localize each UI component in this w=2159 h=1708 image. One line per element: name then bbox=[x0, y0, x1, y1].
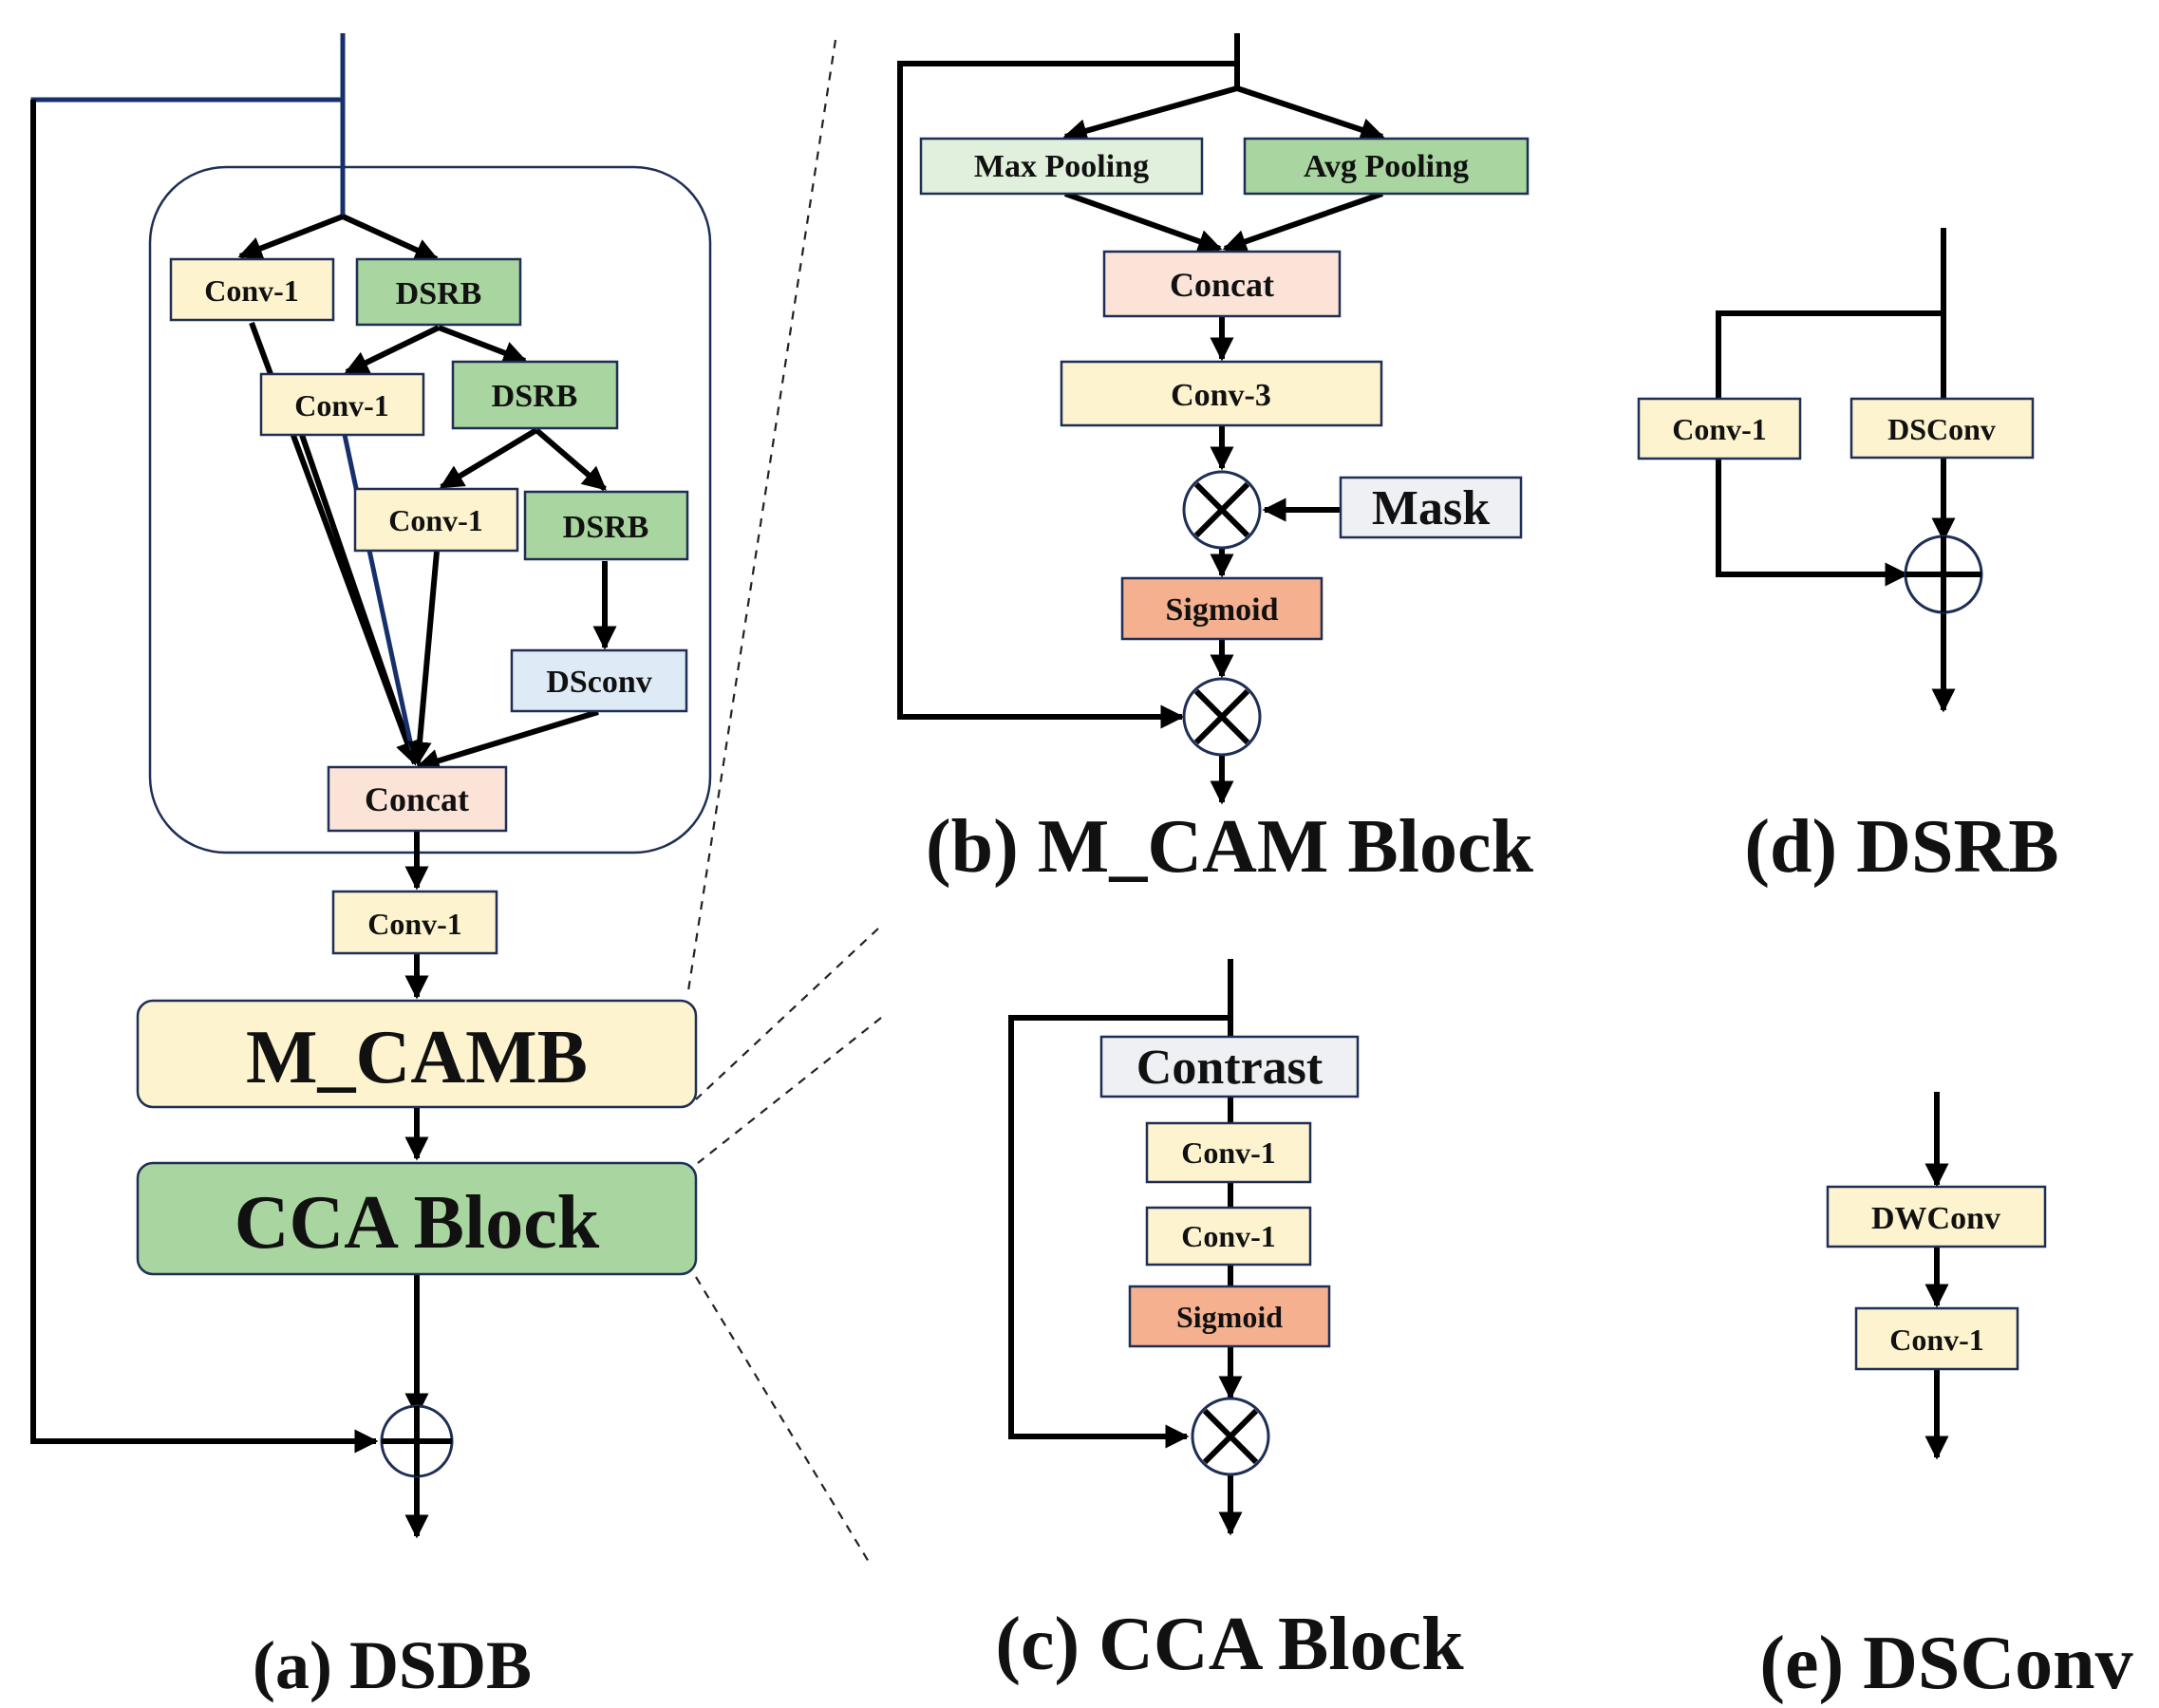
dsrb-box-c: DSRB bbox=[523, 490, 689, 561]
wire-conv1b-concat bbox=[299, 434, 420, 766]
zoom-line-2 bbox=[695, 928, 879, 1100]
m-camb-label: M_CAMB bbox=[246, 1016, 588, 1099]
dwconv-box: DWConv bbox=[1826, 1185, 2047, 1248]
conv1-box-c1: Conv-1 bbox=[1145, 1121, 1312, 1184]
panel-a-dsdb: Conv-1 DSRB Conv-1 DSRB Conv-1 DSRB DSco… bbox=[30, 33, 712, 1703]
avg-pooling-label: Avg Pooling bbox=[1304, 149, 1469, 184]
dsconv-box-a: DSconv bbox=[510, 648, 688, 713]
conv1-label-b: Conv-1 bbox=[294, 388, 389, 422]
conv1-box-b: Conv-1 bbox=[259, 372, 425, 437]
conv1-label-d: Conv-1 bbox=[1672, 412, 1767, 446]
max-pooling-box: Max Pooling bbox=[919, 137, 1204, 196]
m-camb-box: M_CAMB bbox=[136, 999, 698, 1109]
conv1-box-c2: Conv-1 bbox=[1145, 1206, 1312, 1267]
avg-pooling-box: Avg Pooling bbox=[1243, 137, 1530, 196]
skip-wire bbox=[30, 100, 379, 1454]
concat-label-a: Concat bbox=[365, 780, 469, 818]
panel-b-mcam: Max Pooling Avg Pooling Concat Conv-3 Ma… bbox=[897, 33, 1533, 889]
caption-d: (d) DSRB bbox=[1744, 805, 2058, 889]
conv1-box-c: Conv-1 bbox=[353, 487, 519, 553]
conv1-box-d: Conv-1 bbox=[1637, 397, 1802, 460]
wire-dsrb1-conv1b bbox=[344, 325, 441, 375]
add-operator-d bbox=[1904, 535, 1983, 614]
mask-box: Mask bbox=[1339, 476, 1523, 539]
concat-box-a: Concat bbox=[327, 765, 508, 833]
conv1-label-c2: Conv-1 bbox=[1181, 1219, 1276, 1253]
max-pooling-label: Max Pooling bbox=[974, 149, 1149, 184]
multiply-operator-c bbox=[1191, 1397, 1270, 1476]
b-wire-avg bbox=[1236, 85, 1385, 141]
wire-blue-concat bbox=[342, 434, 415, 751]
caption-e: (e) DSConv bbox=[1759, 1622, 2132, 1705]
conv1-box-e: Conv-1 bbox=[1854, 1306, 2019, 1371]
panel-e-dsconv: DWConv Conv-1 (e) DSConv bbox=[1759, 1092, 2133, 1705]
contrast-label: Contrast bbox=[1136, 1041, 1324, 1095]
add-operator-a bbox=[380, 1404, 454, 1478]
conv3-label: Conv-3 bbox=[1171, 378, 1271, 413]
sigmoid-box-b: Sigmoid bbox=[1120, 576, 1324, 641]
b-wire-max bbox=[1062, 85, 1238, 142]
caption-a: (a) DSDB bbox=[253, 1627, 532, 1703]
mask-label: Mask bbox=[1372, 481, 1490, 535]
wire-dsrb2-dsrb3 bbox=[535, 427, 607, 492]
wire-conv1c-concat bbox=[407, 551, 440, 766]
sigmoid-label-b: Sigmoid bbox=[1165, 592, 1278, 628]
b-wire-max-concat bbox=[1063, 191, 1223, 253]
wire-dsconv-concat bbox=[415, 709, 599, 773]
multiply-operator-b1 bbox=[1182, 470, 1262, 550]
zoom-line-4 bbox=[695, 1276, 870, 1563]
d-branch-wire bbox=[1716, 310, 1943, 399]
dsrb-label-a: DSRB bbox=[396, 276, 482, 311]
conv1-out-box: Conv-1 bbox=[331, 890, 498, 955]
wire-dsrb2-conv1c bbox=[439, 427, 538, 490]
contrast-box: Contrast bbox=[1099, 1035, 1360, 1098]
d-wire-conv1-add bbox=[1716, 459, 1909, 587]
multiply-operator-b2 bbox=[1182, 677, 1262, 757]
dsconv-box-d: DSConv bbox=[1849, 397, 2035, 460]
wire-dsrb1-dsrb2 bbox=[437, 325, 528, 365]
b-wire-avg-concat bbox=[1222, 191, 1383, 253]
dsconv-label-d: DSConv bbox=[1887, 412, 1996, 446]
caption-b: (b) M_CAM Block bbox=[926, 805, 1533, 889]
c-skip-wire bbox=[1008, 1015, 1230, 1449]
zoom-line-3 bbox=[697, 1017, 882, 1164]
conv3-box: Conv-3 bbox=[1060, 360, 1383, 427]
wire-split-conv1 bbox=[237, 214, 345, 260]
concat-box-b: Concat bbox=[1102, 250, 1342, 318]
caption-c: (c) CCA Block bbox=[995, 1603, 1464, 1686]
panel-c-cca: Contrast Conv-1 Conv-1 Sigmoid (c) CCA B… bbox=[995, 959, 1464, 1686]
conv1-label-a: Conv-1 bbox=[204, 273, 299, 308]
cca-block-label: CCA Block bbox=[235, 1181, 600, 1265]
zoom-lines bbox=[685, 39, 882, 1563]
conv1-label-c1: Conv-1 bbox=[1181, 1136, 1276, 1170]
dense-group-container bbox=[148, 165, 712, 854]
dsrb-label-c: DSRB bbox=[563, 510, 649, 545]
panel-d-dsrb: Conv-1 DSConv (d) DSRB bbox=[1637, 228, 2059, 889]
b-skip-wire bbox=[897, 61, 1237, 729]
conv1-label-e: Conv-1 bbox=[1889, 1323, 1984, 1357]
skip-wire-top bbox=[30, 97, 343, 128]
zoom-line-1 bbox=[685, 39, 837, 998]
sigmoid-box-c: Sigmoid bbox=[1128, 1285, 1331, 1348]
dsrb-label-b: DSRB bbox=[492, 379, 578, 414]
cca-block-box: CCA Block bbox=[136, 1161, 698, 1276]
conv1-label-c: Conv-1 bbox=[388, 503, 483, 537]
wire-split-dsrb bbox=[341, 214, 440, 262]
dsconv-label-a: DSconv bbox=[546, 665, 651, 700]
conv1-out-label: Conv-1 bbox=[367, 907, 462, 941]
conv1-box-a: Conv-1 bbox=[169, 257, 335, 322]
concat-label-b: Concat bbox=[1170, 266, 1274, 304]
dsrb-box-a: DSRB bbox=[355, 257, 522, 327]
dsrb-box-b: DSRB bbox=[451, 360, 619, 430]
sigmoid-label-c: Sigmoid bbox=[1176, 1300, 1283, 1334]
dwconv-label: DWConv bbox=[1871, 1201, 2000, 1236]
